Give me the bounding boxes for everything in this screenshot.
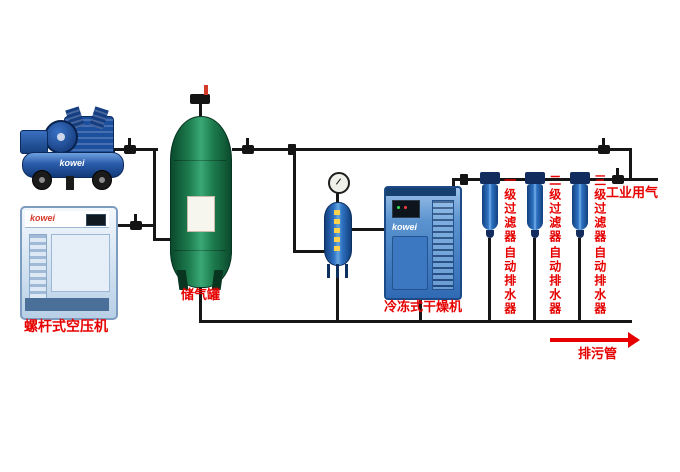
pipe-gauge-stem (336, 190, 339, 203)
tank-top-valve-icon (190, 85, 210, 104)
label-filter-2: 二级过滤器 (547, 174, 562, 244)
union-filter-header-icon (460, 174, 468, 185)
dryer-control-panel (392, 200, 420, 218)
screw-compressor: kowei (20, 206, 118, 320)
label-drain-3: 自动排水器 (592, 246, 607, 316)
pipe-filter-header (452, 178, 658, 181)
label-dryer: 冷冻式干燥机 (384, 299, 463, 314)
label-screw-compressor: 螺杆式空压机 (24, 318, 108, 334)
screw-display-panel (86, 214, 106, 226)
filter-body (527, 184, 543, 230)
compressor-stand (66, 176, 74, 190)
compressor-motor (20, 130, 48, 154)
filter-drain-stem (578, 238, 581, 246)
dryer-vent-grille (432, 200, 454, 290)
drain-arrow-head-icon (628, 332, 640, 348)
filter-1 (478, 170, 502, 248)
wheel-right-icon (92, 170, 112, 190)
valve-header-right-icon (598, 138, 610, 154)
pipe-tank-top (199, 102, 202, 118)
dryer: kowei (384, 186, 462, 300)
drain-dryer (419, 296, 422, 320)
led-red-icon (404, 206, 407, 209)
pipe-dryer-riser (452, 178, 455, 190)
flywheel-icon (44, 120, 78, 154)
filter-drain-stem (488, 238, 491, 246)
label-air-tank: 储气罐 (181, 287, 221, 302)
label-drain-2: 自动排水器 (547, 246, 562, 316)
dryer-brand-logo: kowei (392, 222, 418, 232)
dryer-door (392, 236, 428, 290)
gauge-needle (335, 178, 342, 185)
wheel-hub (99, 177, 105, 183)
piston-compressor: kowei (14, 106, 126, 194)
tank-weld-seam (174, 250, 226, 251)
valve-screw-icon (130, 214, 142, 230)
drain-arrow (550, 338, 628, 342)
screw-brand-logo: kowei (30, 213, 56, 223)
valve-red-handle (204, 85, 208, 95)
pipe-separator-outlet (348, 228, 386, 231)
filter-drain-stem (533, 238, 536, 246)
drain-filter-3 (578, 240, 581, 320)
valve-compressor-icon (124, 138, 136, 154)
drain-separator (336, 276, 339, 320)
pipe-main-header (232, 148, 632, 151)
tank-name-plate (187, 196, 215, 232)
separator-label-strip (334, 210, 340, 252)
filter-head (525, 172, 545, 184)
drain-filter-2 (533, 240, 536, 320)
label-industrial-air: 工业用气 (606, 185, 659, 200)
filter-bowl (531, 230, 539, 238)
pipe-separator-drop (293, 148, 296, 252)
filter-bowl (576, 230, 584, 238)
pressure-gauge-icon (328, 172, 350, 194)
pipe-separator-inlet (293, 250, 328, 253)
label-filter-1: 一级过滤器 (502, 174, 517, 244)
wheel-hub (39, 177, 45, 183)
separator (322, 172, 354, 280)
screw-front-panel (51, 234, 110, 292)
drain-tank (199, 284, 202, 320)
pipe-tank-inlet (153, 238, 173, 241)
filter-body (482, 184, 498, 230)
separator-leg (345, 264, 348, 278)
valve-outlet-icon (612, 168, 624, 184)
screw-bottom-band (25, 298, 109, 311)
compressor-brand-logo: kowei (59, 158, 85, 168)
filter-head (480, 172, 500, 184)
filter-2 (523, 170, 547, 248)
tank-weld-seam (174, 160, 226, 161)
drain-header (199, 320, 632, 323)
dryer-top-band (386, 188, 456, 196)
label-drain-1: 自动排水器 (502, 246, 517, 316)
filter-head (570, 172, 590, 184)
filter-bowl (486, 230, 494, 238)
separator-leg (327, 264, 330, 278)
separator-leg (336, 264, 339, 278)
filter-3 (568, 170, 592, 248)
screw-vent-grille (29, 234, 47, 302)
drain-filter-1 (488, 240, 491, 320)
led-green-icon (397, 206, 400, 209)
label-filter-3: 三级过滤器 (592, 174, 607, 244)
air-tank (168, 100, 232, 292)
flywheel-hub (57, 133, 65, 141)
pipe-v1 (153, 148, 156, 240)
filter-body (572, 184, 588, 230)
valve-tank-outlet-icon (242, 138, 254, 154)
union-header-icon (288, 144, 296, 155)
wheel-left-icon (32, 170, 52, 190)
pipe-header-drop (629, 148, 632, 181)
label-drain-pipe: 排污管 (578, 346, 618, 361)
